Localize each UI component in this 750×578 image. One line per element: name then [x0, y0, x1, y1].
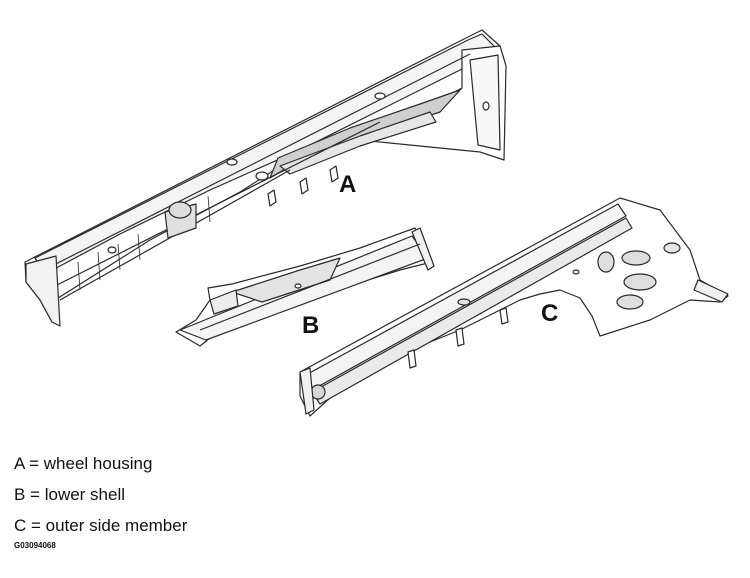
legend-item-c: C = outer side member [14, 516, 188, 535]
legend-item-a: A = wheel housing [14, 454, 153, 473]
part-c-outer-side-member [299, 197, 729, 417]
callout-label-b: B [302, 312, 320, 339]
legend-item-b: B = lower shell [14, 485, 126, 504]
figure-code: G03094068 [14, 541, 56, 550]
callout-label-c: C [541, 300, 559, 327]
parts-illustration [24, 29, 729, 417]
part-b-lower-shell [175, 227, 435, 347]
callout-label-a: A [339, 171, 357, 198]
part-a-wheel-housing [24, 29, 507, 327]
legend: A = wheel housing B = lower shell C = ou… [14, 452, 187, 545]
